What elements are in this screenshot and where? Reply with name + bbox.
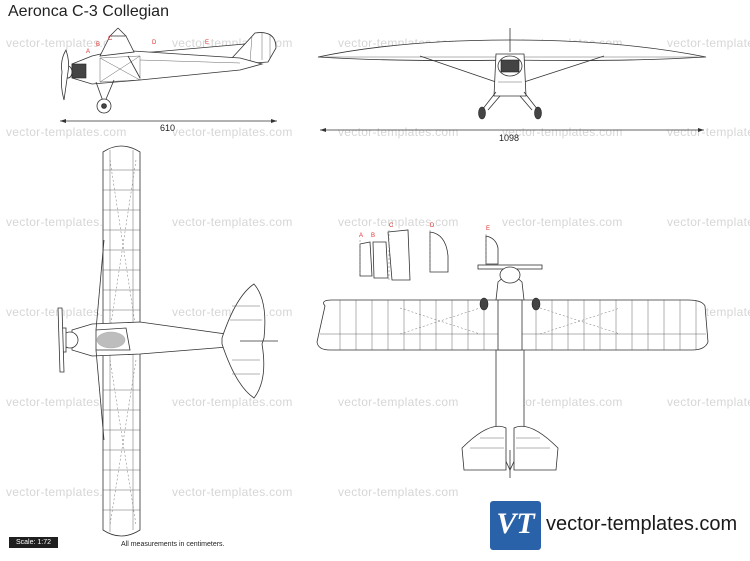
label-c: C <box>108 36 113 42</box>
watermark-row: vector-templates.com vector-templates.co… <box>6 395 750 409</box>
watermark: vector-templates.com <box>667 125 750 139</box>
front-span-value: 1098 <box>499 133 519 143</box>
top-wing-ribs <box>103 169 140 511</box>
profile-label-e: E <box>486 226 490 232</box>
profile-b <box>372 241 389 279</box>
front-dimension: 1098 <box>320 128 704 143</box>
watermark: vector-templates.com <box>172 125 293 139</box>
watermark: vector-templates.com <box>6 36 127 50</box>
watermark-row: vector-templates.com vector-templates.co… <box>6 125 750 139</box>
watermark: vector-templates.com <box>338 125 459 139</box>
watermark: vector-templates.com <box>502 215 623 229</box>
profile-e <box>485 235 499 265</box>
brand-logo-text: VT <box>496 507 535 540</box>
watermark: vector-templates.com <box>667 36 750 50</box>
profile-label-c: C <box>389 223 394 229</box>
front-view <box>317 28 707 120</box>
page-title: Aeronca C-3 Collegian <box>8 3 169 20</box>
profile-label-b: B <box>371 233 375 239</box>
side-part-labels: A B C D E <box>86 36 209 55</box>
watermark: vector-templates.com <box>667 395 750 409</box>
measurements-note: All measurements in centimeters. <box>121 541 225 548</box>
profile-label-d: D <box>430 223 435 229</box>
profile-a <box>359 241 373 277</box>
profile-d <box>429 231 449 273</box>
side-length-value: 610 <box>160 123 175 133</box>
watermark: vector-templates.com <box>502 395 623 409</box>
label-e: E <box>205 40 209 46</box>
watermark: vector-templates.com <box>6 125 127 139</box>
label-a: A <box>86 49 90 55</box>
scale-badge: Scale: 1:72 <box>9 537 58 548</box>
brand-name-link[interactable]: vector-templates.com <box>546 513 738 535</box>
plan-view <box>316 264 709 478</box>
top-view <box>57 145 278 537</box>
side-dimension: 610 <box>60 119 277 133</box>
brand-logo[interactable]: VT <box>490 501 541 550</box>
profile-c <box>387 229 411 281</box>
watermark: vector-templates.com <box>338 485 459 499</box>
watermark: vector-templates.com <box>667 215 750 229</box>
watermark: vector-templates.com <box>6 485 127 499</box>
side-view: A B C D E <box>60 27 277 114</box>
label-b: B <box>96 42 100 48</box>
watermark-row: vector-templates.com vector-templates.co… <box>6 215 750 229</box>
watermark: vector-templates.com <box>172 215 293 229</box>
watermark: vector-templates.com <box>172 395 293 409</box>
watermark: vector-templates.com <box>6 305 127 319</box>
watermark: vector-templates.com <box>172 485 293 499</box>
watermark: vector-templates.com <box>6 215 127 229</box>
watermark: vector-templates.com <box>6 395 127 409</box>
watermark: vector-templates.com <box>502 125 623 139</box>
label-d: D <box>152 40 157 46</box>
watermark: vector-templates.com <box>338 215 459 229</box>
watermark-row: vector-templates.com vector-templates.co… <box>6 485 459 499</box>
part-profiles: A B C D E <box>359 223 499 281</box>
watermark: vector-templates.com <box>338 395 459 409</box>
profile-label-a: A <box>359 233 363 239</box>
